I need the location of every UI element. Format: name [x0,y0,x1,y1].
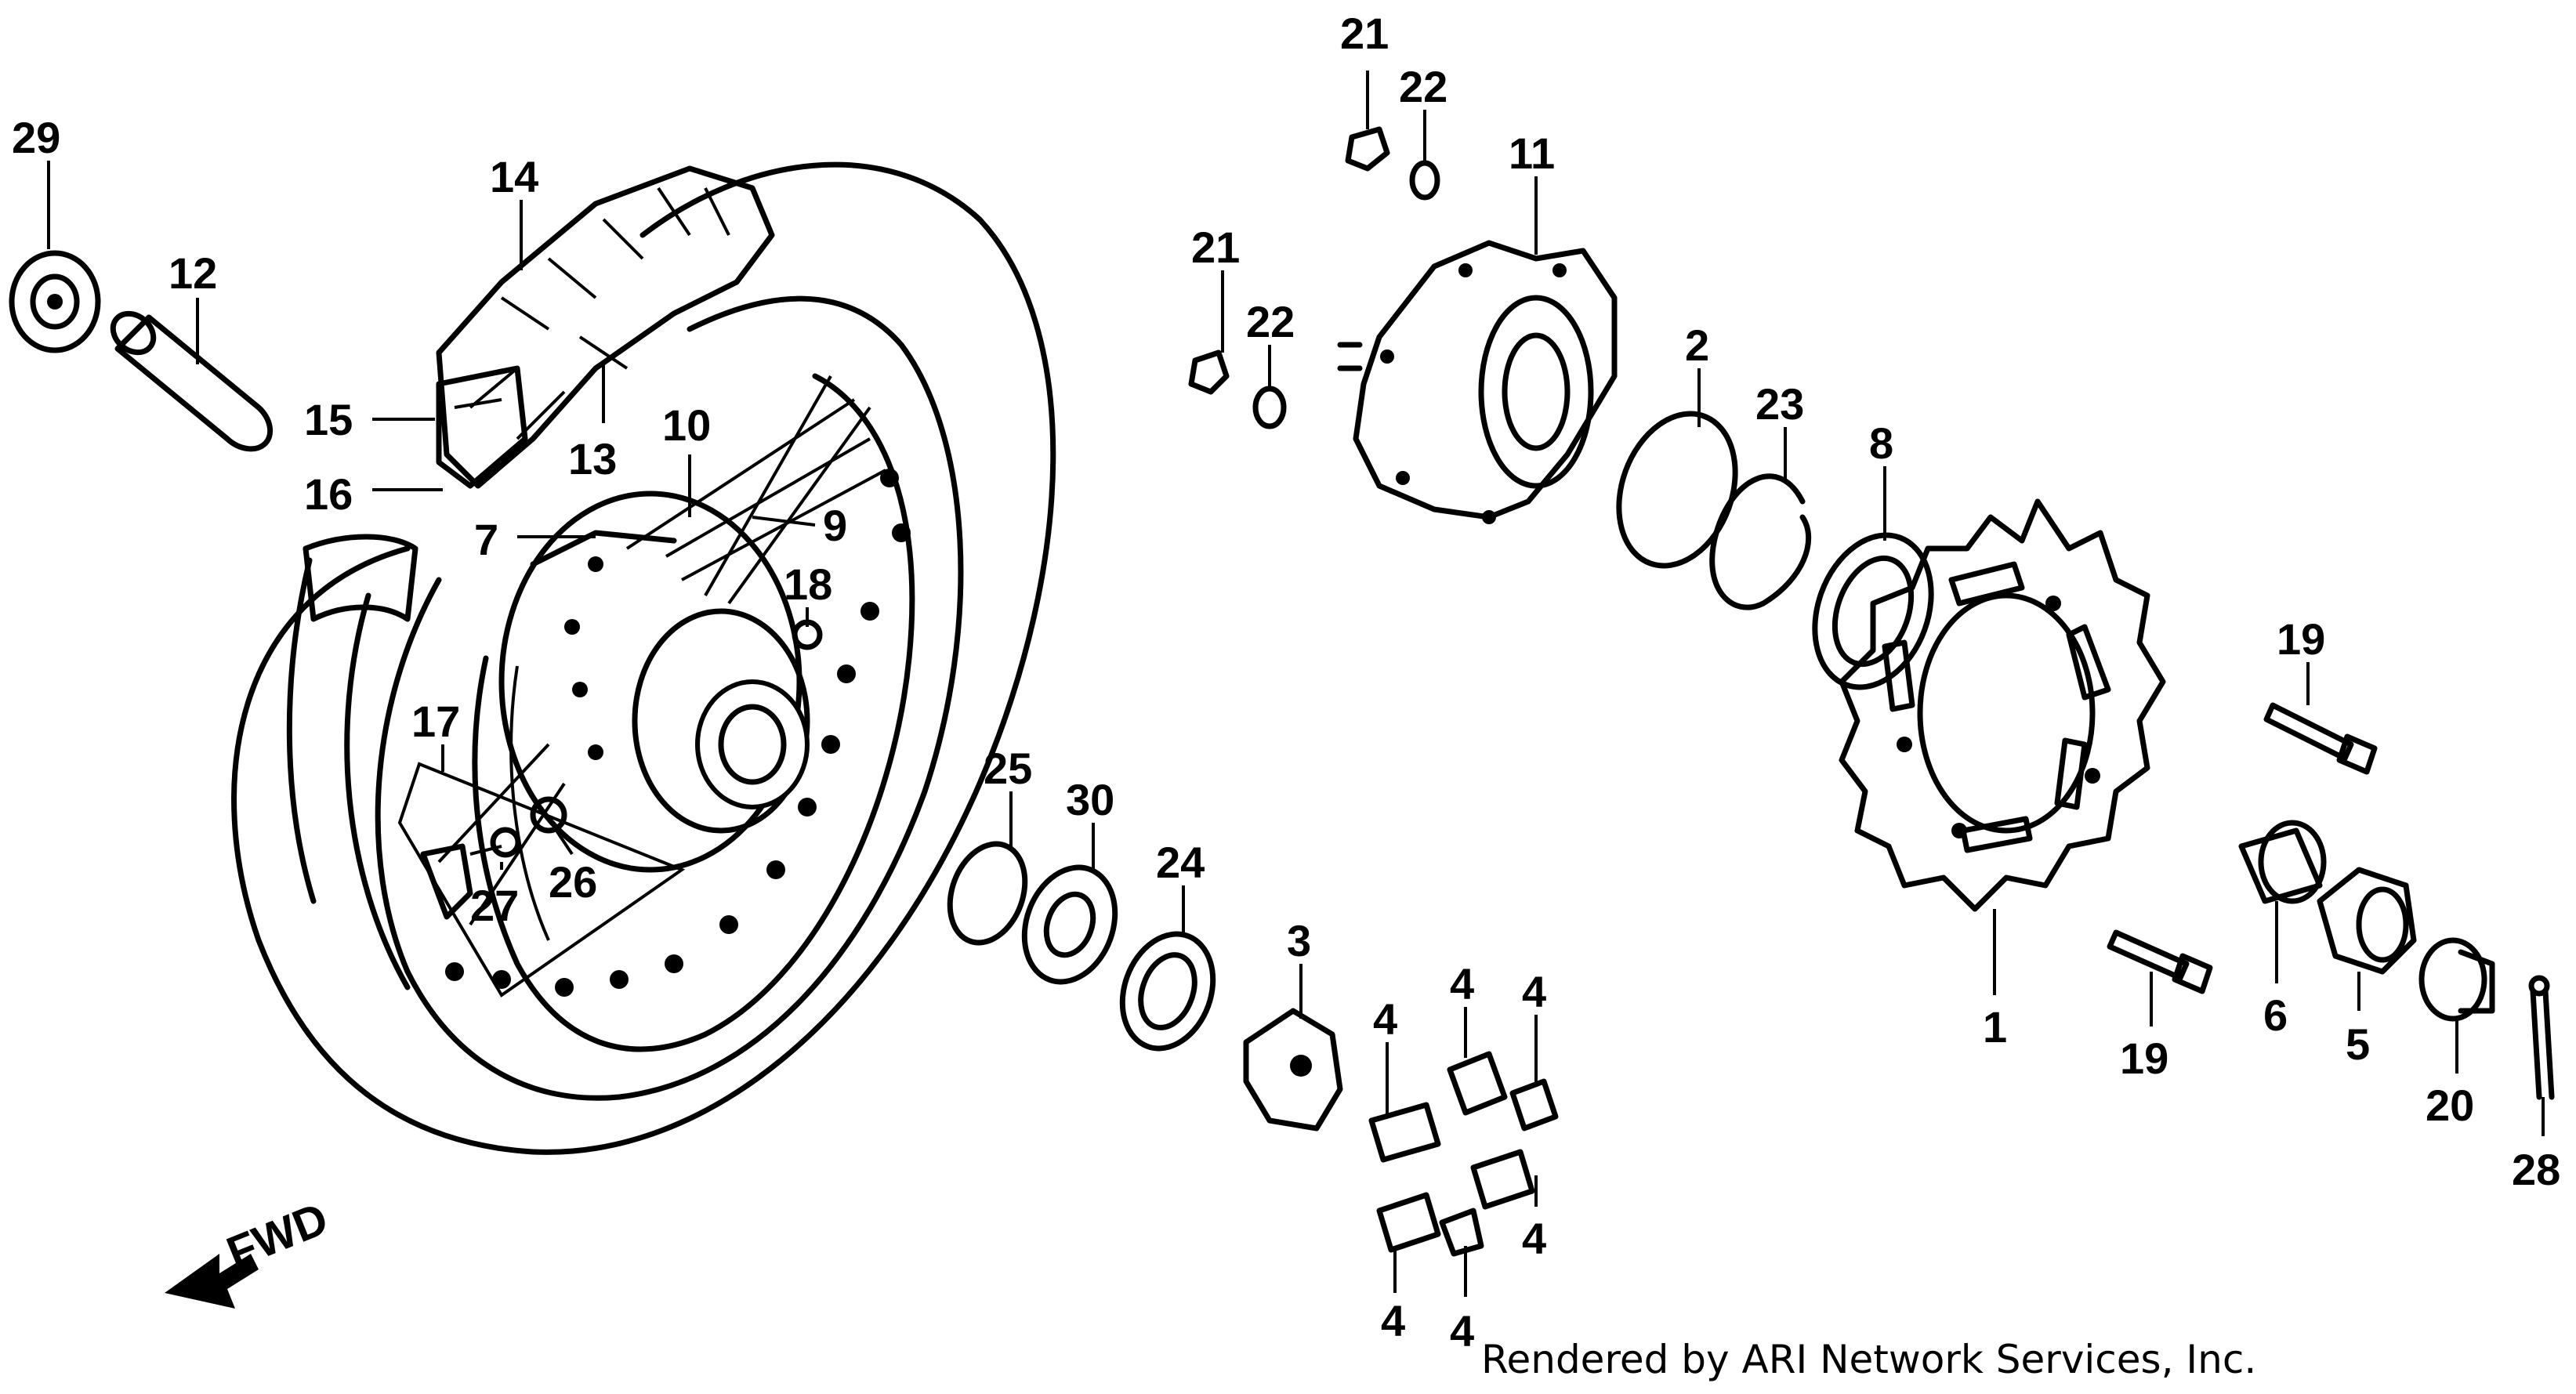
valve-bracket-17 [397,762,686,998]
render-credit: Rendered by ARI Network Services, Inc. [1481,1337,2257,1382]
sprocket-flange-11 [1337,240,1618,524]
callout-10: 10 [662,400,711,450]
callout-27: 27 [470,881,519,930]
callout-16: 16 [304,469,353,519]
rim-band-tube [286,534,418,904]
callout-4-f: 4 [1450,1306,1474,1356]
callout-4-b: 4 [1450,959,1474,1008]
circlip-23 [1709,473,1812,610]
washer-22-mid [1252,386,1287,429]
leader-lines [47,71,2545,1297]
o-ring-2 [1616,411,1738,569]
callout-6: 6 [2263,990,2288,1040]
tire-tread [436,165,775,489]
valve-stem [420,796,567,920]
callout-22-mid: 22 [1246,297,1295,346]
callout-2: 2 [1685,320,1709,370]
collar-6 [2238,820,2327,904]
callout-30: 30 [1066,775,1114,824]
callout-18: 18 [784,559,832,609]
callout-25: 25 [984,744,1032,793]
callout-29: 29 [12,113,60,162]
spokes [437,375,886,926]
washer-22-top [1409,160,1440,201]
callout-3: 3 [1287,916,1311,965]
callout-19-bottom: 19 [2120,1034,2168,1083]
callout-4-e: 4 [1381,1296,1405,1345]
dust-seal-24 [1119,931,1216,1052]
drive-plate-3 [1243,1008,1343,1131]
bolt-19-top [2263,702,2378,775]
bearing-29 [9,250,101,353]
callout-12: 12 [168,248,217,298]
callout-24: 24 [1156,838,1205,887]
bearing-30 [1021,864,1118,985]
callout-1: 1 [1983,1002,2007,1052]
cotter-pin-28 [2528,975,2555,1100]
castle-nut-20 [2418,937,2495,1022]
callout-22-top: 22 [1399,62,1447,111]
axle-nut-5 [2317,867,2417,975]
callout-9: 9 [823,501,847,550]
forward-arrow: FWD [165,1193,335,1309]
callout-11: 11 [1509,129,1555,178]
o-ring-25 [947,841,1028,946]
callout-14: 14 [490,152,538,201]
callout-19-top: 19 [2277,614,2325,664]
rim-lock [436,365,528,489]
callout-20: 20 [2426,1081,2474,1130]
sprocket-1 [1839,498,2166,912]
callout-13: 13 [568,434,617,483]
bolt-19-bottom [2107,929,2213,994]
callout-5: 5 [2346,1019,2370,1069]
callout-21-mid: 21 [1191,223,1240,272]
callout-labels: 29 12 14 15 16 13 10 7 9 18 17 27 26 21 … [12,9,2560,1356]
callout-7: 7 [474,515,498,564]
oil-seal-8 [1812,532,1934,690]
damper-4-set [1368,1051,1559,1257]
callout-4-c: 4 [1522,967,1546,1016]
collar-12 [110,310,274,452]
callout-23: 23 [1755,379,1804,429]
nut-21-top [1345,126,1390,172]
callout-26: 26 [549,857,597,907]
hub [498,491,810,873]
callout-8: 8 [1869,418,1893,468]
forward-label: FWD [220,1193,335,1279]
rim-holes [445,469,911,997]
callout-15: 15 [304,395,353,444]
callout-4-a: 4 [1373,994,1397,1044]
callout-28: 28 [2512,1145,2560,1194]
callout-17: 17 [411,697,460,746]
callout-21-top: 21 [1340,9,1389,58]
tire [231,161,1056,1155]
nut-21-mid [1188,349,1230,395]
callout-4-d: 4 [1522,1214,1546,1263]
